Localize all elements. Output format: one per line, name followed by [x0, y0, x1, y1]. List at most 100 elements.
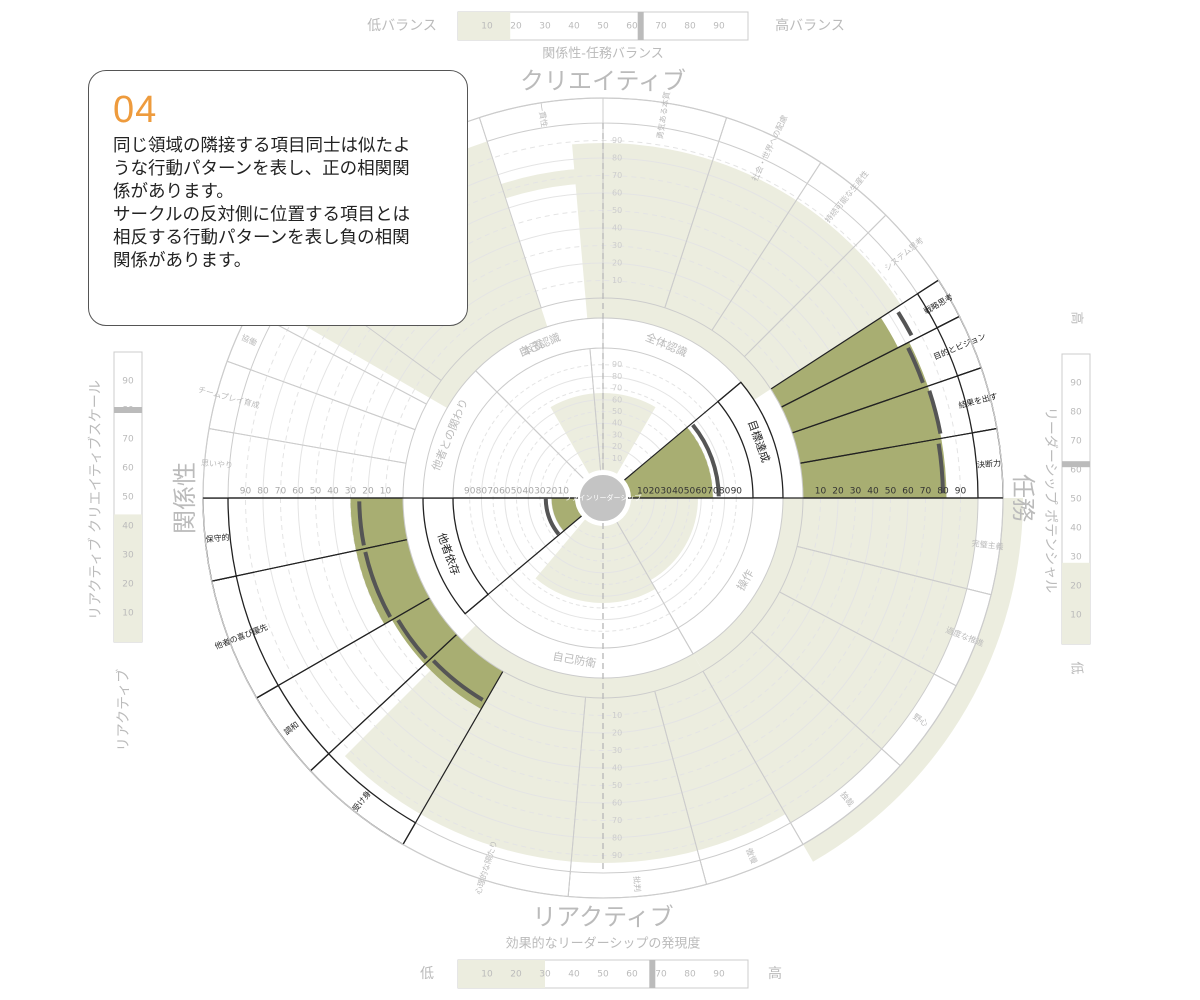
left_scale-tick: 70 [122, 435, 134, 445]
axis-tick: 40 [327, 487, 339, 497]
axis-tick: 10 [558, 487, 570, 497]
faded-band [535, 519, 656, 604]
left_scale-tick: 60 [122, 464, 134, 474]
axis-tick: 60 [612, 395, 622, 404]
score-bar [350, 498, 408, 551]
right_scale-tick: 90 [1070, 379, 1082, 389]
axis-tick: 60 [902, 487, 914, 497]
bottom_scale-caption: 効果的なリーダーシップの発現度 [506, 936, 701, 952]
axis-tick: 50 [612, 206, 622, 215]
right_scale-tick: 80 [1070, 408, 1082, 418]
axis-tick: 50 [684, 487, 696, 497]
axis-tick: 80 [257, 487, 269, 497]
bottom_scale-tick: 40 [568, 970, 580, 980]
right_scale-tick: 60 [1070, 466, 1082, 476]
sector-label: 完璧主義 [971, 538, 1004, 552]
score-bar [424, 634, 503, 710]
sector-divider [310, 633, 458, 772]
callout-text: 同じ領域の隣接する項目同士は似たよ うな行動パターンを表し、正の相関関 係があり… [113, 135, 457, 273]
bottom_scale-fill [458, 960, 545, 988]
top_scale-tick: 90 [713, 22, 725, 32]
axis-tick: 90 [731, 487, 743, 497]
callout-number: 04 [113, 89, 158, 131]
center-hub[interactable]: ファインリーダーシップ [565, 473, 642, 523]
axis-title-right: 任務 [1009, 474, 1037, 522]
callout-line: 関係があります。 [113, 251, 252, 271]
axis-tick: 80 [612, 372, 622, 381]
sector-divider [780, 315, 960, 408]
axis-tick: 20 [832, 487, 844, 497]
axis-tick: 60 [292, 487, 304, 497]
axis-tick: 80 [612, 154, 622, 163]
axis-tick: 20 [612, 442, 622, 451]
top_scale-tick: 10 [481, 22, 493, 32]
axis-tick: 70 [707, 487, 719, 497]
left_scale-tick: 90 [122, 377, 134, 387]
axis-tick: 90 [612, 851, 622, 860]
score-bar [781, 342, 928, 433]
score-marker [357, 501, 366, 546]
sector-divider [751, 631, 901, 767]
score-bar [391, 598, 457, 665]
left-scale-sub: リアクティブ [115, 669, 132, 751]
score-bar [770, 317, 899, 408]
right_scale-tick: 20 [1070, 582, 1082, 592]
score-bar [792, 386, 942, 464]
right-scale-top-label: 高 [1069, 311, 1085, 324]
axis-title-bottom: リアクティブ [532, 903, 673, 931]
active-bars-layer [350, 311, 947, 710]
axis-tick: 80 [937, 487, 949, 497]
bottom_scale-tick: 20 [510, 970, 522, 980]
top_scale-tick: 30 [539, 22, 551, 32]
axis-tick: 50 [310, 487, 322, 497]
axis-tick: 10 [815, 487, 827, 497]
right_scale-fill [1062, 562, 1090, 644]
score-bar [551, 498, 582, 532]
sector-divider [711, 162, 822, 331]
bottom_scale-tick: 70 [655, 970, 667, 980]
axis-tick: 80 [612, 834, 622, 843]
top_scale-left-label: 低バランス [367, 18, 437, 34]
sector-label-cell[interactable] [716, 381, 784, 499]
axis-tick: 70 [612, 171, 622, 180]
axis-tick: 70 [612, 384, 622, 393]
axis-tick: 40 [867, 487, 879, 497]
axis-tick: 30 [612, 241, 622, 250]
faded-band [678, 498, 1023, 862]
axis-tick: 90 [955, 487, 967, 497]
top_scale-right-label: 高バランス [775, 17, 845, 34]
sector-divider [475, 370, 584, 479]
right-scale-title: リーダーシップ ポテンシャル [1042, 407, 1058, 593]
axis-tick: 90 [612, 136, 622, 145]
score-bar [356, 539, 430, 625]
score-marker [936, 443, 945, 494]
sector-divider [478, 117, 542, 308]
right_scale-tick: 10 [1070, 611, 1082, 621]
bottom_scale-tick: 60 [626, 970, 638, 980]
score-marker [691, 423, 721, 497]
score-bar [624, 427, 713, 498]
sector-label: 一貫性 [536, 103, 550, 128]
axis-tick: 10 [612, 711, 622, 720]
left_scale-tick: 20 [122, 580, 134, 590]
axis-tick: 70 [920, 487, 932, 497]
axis-tick: 30 [534, 487, 546, 497]
callout-line: 係があります。 [113, 182, 234, 202]
top_scale-tick: 70 [655, 22, 667, 32]
axis-tick: 80 [476, 487, 488, 497]
axis-tick: 40 [612, 224, 622, 233]
top_scale-tick: 60 [626, 22, 638, 32]
bottom_scale-tick: 80 [684, 970, 696, 980]
axis-tick: 20 [546, 487, 558, 497]
axis-tick: 30 [612, 746, 622, 755]
bottom_scale-tick: 10 [481, 970, 493, 980]
score-bar [799, 438, 947, 498]
center-logo[interactable] [578, 473, 628, 523]
sector-divider [616, 521, 694, 655]
left_scale-tick: 30 [122, 551, 134, 561]
axis-tick: 70 [487, 487, 499, 497]
axis-tick: 80 [719, 487, 731, 497]
score-marker [896, 311, 914, 337]
axis-tick: 50 [885, 487, 897, 497]
top_scale-tick: 40 [568, 22, 580, 32]
